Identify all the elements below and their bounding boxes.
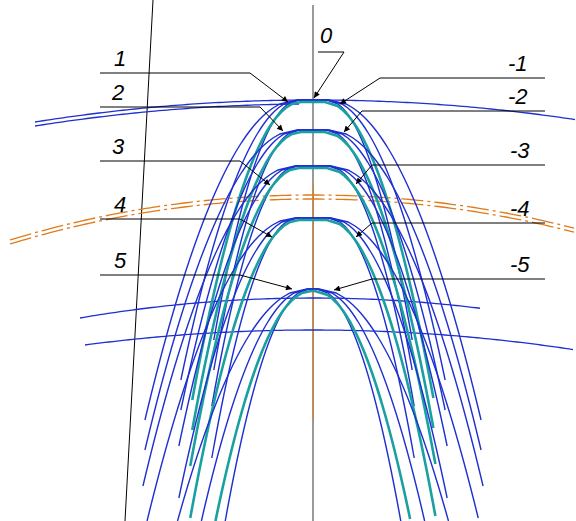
callout-number: -4 [510, 197, 530, 221]
callout-number: -1 [508, 52, 528, 76]
tooth-profile [143, 166, 483, 486]
tooth-profile [201, 289, 424, 521]
tooth-profile [178, 289, 449, 521]
tooth-profile-highlight [215, 291, 410, 521]
callout-number: 1 [114, 47, 126, 71]
tooth-profile [179, 166, 447, 446]
callout-number: -5 [510, 253, 530, 277]
tooth-profile-highlight [192, 132, 433, 430]
tooth-profile [212, 166, 414, 406]
axis-line [313, 5, 314, 521]
callout-number: 4 [114, 193, 126, 217]
leader-line [356, 223, 545, 237]
callout-number: -3 [510, 139, 530, 163]
tooth-profile [225, 289, 401, 521]
leader-line [100, 73, 288, 102]
leader-line [344, 111, 545, 132]
callout-number: 2 [112, 81, 124, 105]
boundary-line [125, 0, 153, 521]
callout-number: -2 [508, 85, 528, 109]
callout-number: 0 [320, 24, 332, 48]
leader-line [334, 279, 545, 290]
leader-line [100, 219, 272, 237]
leader-line [356, 165, 545, 184]
callout-number: 3 [112, 135, 124, 159]
leader-line [100, 275, 292, 289]
circle-arc [85, 330, 573, 350]
tooth-profile [212, 218, 414, 458]
tooth-profile [179, 218, 447, 498]
callout-number: 5 [114, 249, 126, 273]
circle-arc [10, 195, 574, 240]
tooth-profile [181, 100, 445, 380]
tooth-profile [147, 218, 478, 521]
leader-line [314, 52, 344, 98]
tooth-profile-highlight [192, 102, 433, 400]
leader-line [100, 161, 270, 185]
leader-line [100, 107, 283, 131]
tooth-profile [181, 130, 445, 410]
